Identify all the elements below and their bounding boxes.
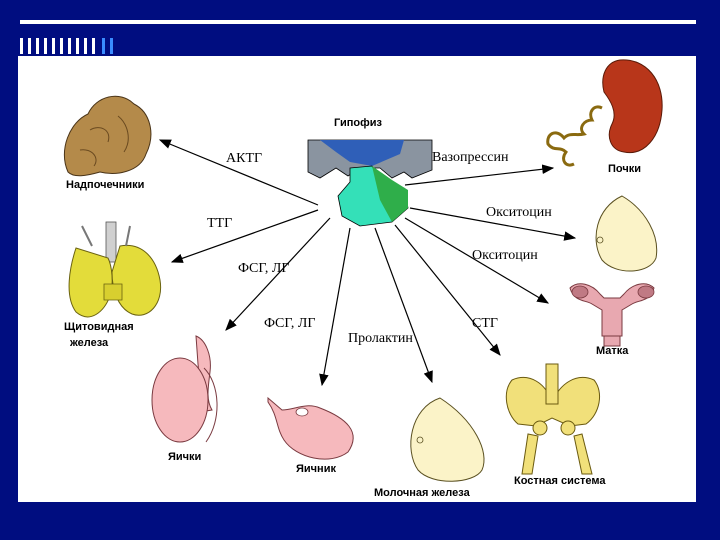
arrow-adrenal bbox=[158, 139, 319, 206]
arrow-ovary bbox=[319, 227, 351, 387]
breast-illustration bbox=[595, 195, 658, 272]
organ-label-ovary: Яичник bbox=[296, 463, 336, 475]
pituitary-label: Гипофиз bbox=[334, 117, 382, 129]
organ-label-uterus: Матка bbox=[596, 345, 629, 357]
arrow-testes bbox=[225, 217, 331, 331]
adrenal-illustration bbox=[63, 95, 152, 177]
slide-decoration bbox=[20, 38, 120, 54]
hormone-label-tsh: ТТГ bbox=[207, 216, 232, 231]
arrow-bones bbox=[394, 224, 501, 356]
organ-label-bones: Костная система bbox=[514, 475, 606, 487]
arrow-uterus bbox=[404, 217, 550, 304]
hormone-label-fsh-lh-1: ФСГ, ЛГ bbox=[238, 261, 290, 276]
arrow-mammary bbox=[374, 227, 433, 384]
hormone-label-vasopressin: Вазопрессин bbox=[432, 150, 509, 165]
organ-label-testes: Яички bbox=[168, 451, 201, 463]
arrow-thyroid bbox=[170, 209, 319, 263]
organ-label-thyroid-1: Щитовидная bbox=[64, 321, 134, 333]
hormone-label-acth: АКТГ bbox=[226, 151, 262, 166]
hormone-arrows bbox=[158, 139, 577, 387]
hormone-label-prolactin: Пролактин bbox=[348, 331, 413, 346]
bones-illustration bbox=[505, 363, 601, 475]
organ-label-thyroid-2: железа bbox=[69, 337, 109, 349]
organ-label-mammary: Молочная железа bbox=[374, 487, 471, 499]
kidney-illustration bbox=[546, 59, 663, 167]
arrow-kidney bbox=[404, 164, 555, 186]
mammary-illustration bbox=[410, 397, 485, 482]
thyroid-illustration bbox=[68, 221, 162, 318]
title-rule bbox=[20, 20, 696, 24]
organ-label-adrenal: Надпочечники bbox=[66, 179, 144, 191]
organ-label-kidney: Почки bbox=[608, 163, 641, 175]
ovary-illustration bbox=[267, 396, 354, 460]
hormone-label-fsh-lh-2: ФСГ, ЛГ bbox=[264, 316, 316, 331]
arrow-breast bbox=[409, 207, 577, 241]
hormone-label-oxytocin-2: Окситоцин bbox=[472, 248, 538, 263]
testes-illustration bbox=[151, 335, 218, 443]
uterus-illustration bbox=[569, 283, 655, 347]
hormone-label-stg: СТГ bbox=[472, 316, 498, 331]
hormone-label-oxytocin-1: Окситоцин bbox=[486, 205, 552, 220]
pituitary-gland bbox=[307, 139, 433, 227]
